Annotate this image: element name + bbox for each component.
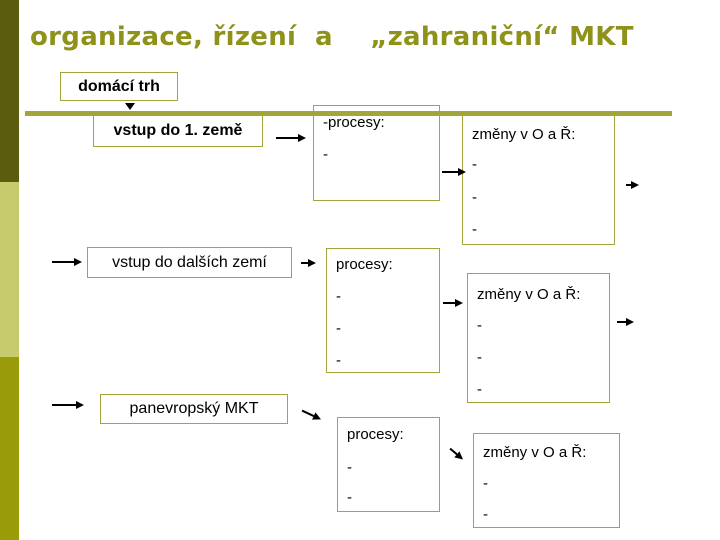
arrow-right-icon — [443, 297, 463, 309]
dash-item: - — [347, 489, 352, 506]
row1-entry-box: vstup do 1. země — [93, 115, 263, 147]
dash-item: - — [477, 317, 482, 334]
row2-changes-label: změny v O a Ř: — [477, 286, 581, 303]
dash-item: - — [323, 146, 328, 163]
row3-changes-box: změny v O a Ř: - - — [473, 433, 620, 528]
arrow-right-icon — [52, 399, 84, 411]
row2-processes-label: procesy: — [336, 256, 393, 273]
row1-entry-label: vstup do 1. země — [113, 122, 243, 139]
row3-processes-box: procesy: - - — [337, 417, 440, 512]
row3-entry-box: panevropský MKT — [100, 394, 288, 424]
row1-changes-label: změny v O a Ř: — [472, 126, 576, 143]
dash-item: - — [336, 288, 341, 305]
arrow-right-icon — [301, 257, 316, 269]
arrow-diagonal-icon — [299, 405, 323, 425]
dash-item: - — [472, 156, 477, 173]
page-title: organizace, řízení a „zahraniční“ MKT — [30, 22, 634, 52]
row2-changes-box: změny v O a Ř: - - - — [467, 273, 610, 403]
sidebar-accent-middle — [0, 182, 19, 357]
row2-entry-box: vstup do dalších zemí — [87, 247, 292, 278]
row3-entry-label: panevropský MKT — [129, 400, 259, 417]
row1-changes-box: změny v O a Ř: - - - — [462, 115, 615, 245]
sidebar-accent-top — [0, 0, 19, 182]
arrow-right-icon — [617, 316, 634, 328]
dash-item: - — [483, 506, 488, 523]
row3-processes-label: procesy: — [347, 426, 404, 443]
dash-item: - — [472, 189, 477, 206]
dash-item: - — [477, 381, 482, 398]
dash-item: - — [477, 349, 482, 366]
row2-processes-box: procesy: - - - — [326, 248, 440, 373]
arrow-down-icon — [124, 102, 136, 111]
row1-processes-label: -procesy: — [323, 114, 385, 131]
domestic-market-label: domácí trh — [78, 77, 160, 95]
dash-item: - — [472, 221, 477, 238]
row2-entry-label: vstup do dalších zemí — [112, 253, 267, 271]
divider-line — [25, 111, 672, 116]
row3-changes-label: změny v O a Ř: — [483, 444, 587, 461]
arrow-right-icon — [52, 256, 82, 268]
dash-item: - — [336, 352, 341, 369]
dash-item: - — [336, 320, 341, 337]
domestic-market-box: domácí trh — [60, 72, 178, 101]
dash-item: - — [347, 459, 352, 476]
arrow-right-icon — [442, 166, 466, 178]
arrow-right-icon — [276, 132, 306, 144]
arrow-right-icon — [626, 179, 639, 191]
dash-item: - — [483, 475, 488, 492]
row1-processes-box: -procesy: - — [313, 105, 440, 201]
sidebar-accent-bottom — [0, 357, 19, 540]
arrow-diagonal-icon — [446, 444, 467, 464]
